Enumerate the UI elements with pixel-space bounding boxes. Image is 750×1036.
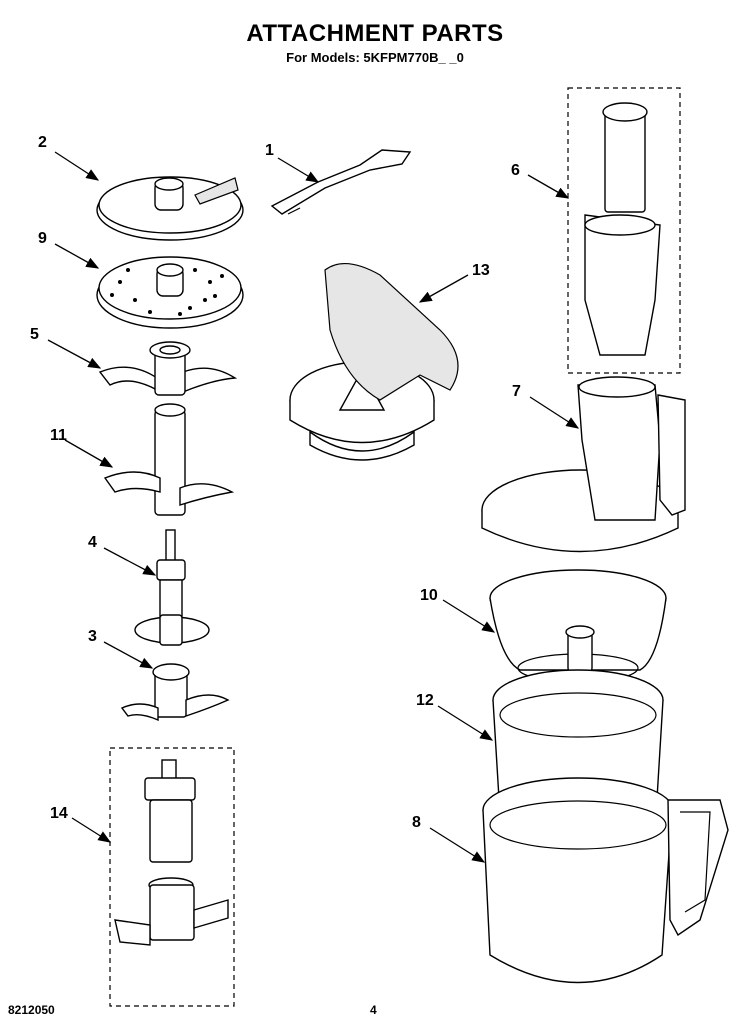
- document-number: 8212050: [8, 1003, 55, 1017]
- leader-lines: [47, 151, 580, 863]
- part-13-citrus-press: [289, 263, 459, 461]
- callout-3: 3: [88, 628, 97, 645]
- part-4-adapter: [134, 529, 210, 646]
- callout-14: 14: [50, 805, 68, 822]
- part-2-slicing-disc: [96, 176, 244, 241]
- callout-7: 7: [512, 383, 521, 400]
- part-1-spatula: [270, 149, 412, 215]
- part-11-large-blade: [103, 403, 235, 516]
- page-title: ATTACHMENT PARTS: [246, 20, 504, 47]
- callout-4: 4: [88, 534, 97, 551]
- part-7-lid: [481, 376, 686, 553]
- part-6-food-pusher: [567, 87, 681, 374]
- page-number: 4: [370, 1003, 377, 1017]
- callout-12: 12: [416, 692, 434, 709]
- callout-5: 5: [30, 326, 39, 343]
- callout-2: 2: [38, 134, 47, 151]
- callout-9: 9: [38, 230, 47, 247]
- callout-13: 13: [472, 262, 490, 279]
- callout-8: 8: [412, 814, 421, 831]
- model-subtitle: For Models: 5KFPM770B_ _0: [286, 50, 464, 65]
- part-8-work-bowl: [482, 777, 729, 984]
- callout-6: 6: [511, 162, 520, 179]
- part-14-egg-whip: [109, 747, 235, 1007]
- part-10-mini-bowl: [489, 569, 667, 683]
- part-5-mini-blade: [98, 341, 238, 396]
- part-9-shredding-disc: [96, 256, 244, 329]
- callout-1: 1: [265, 142, 274, 159]
- part-3-dough-blade: [120, 663, 230, 722]
- callout-10: 10: [420, 587, 438, 604]
- callout-11: 11: [50, 427, 67, 444]
- part-12-medium-bowl: [492, 669, 664, 829]
